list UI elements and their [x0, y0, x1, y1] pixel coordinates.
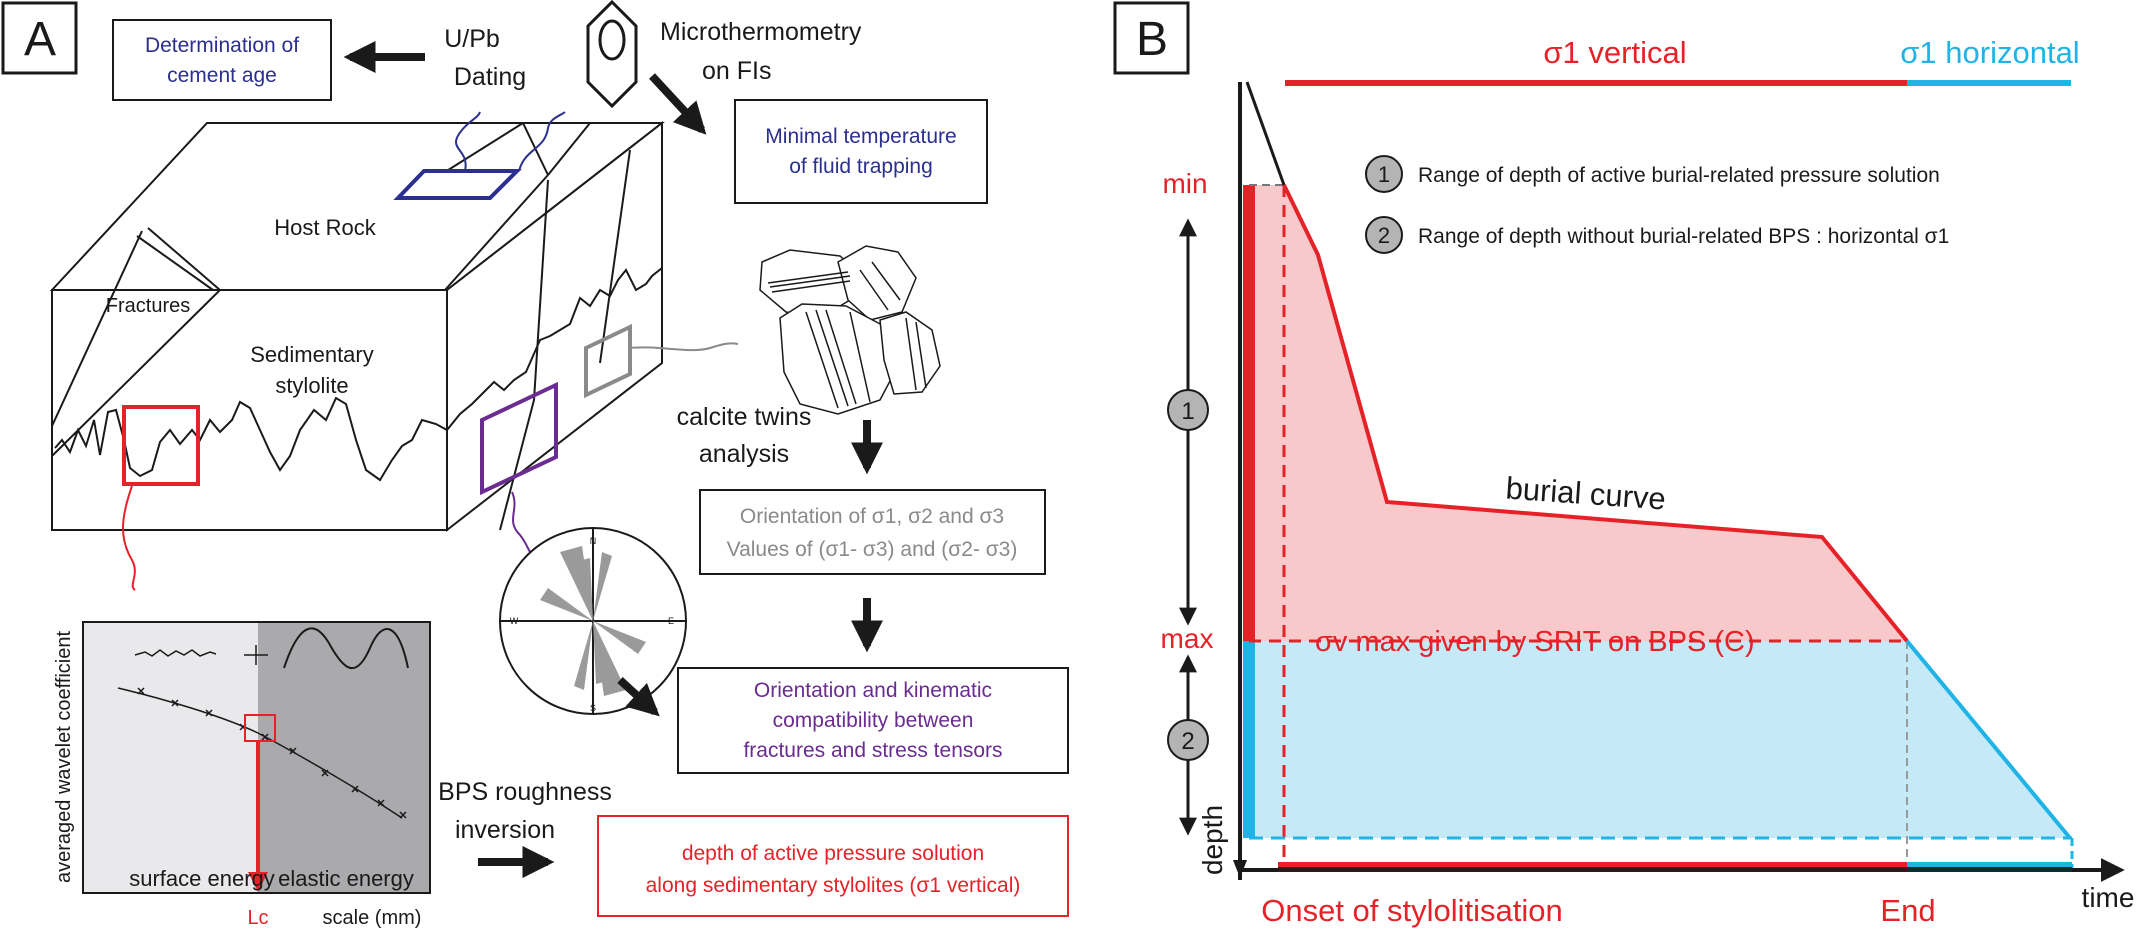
range1-bar: [1243, 185, 1255, 641]
upb-line2: Dating: [454, 63, 526, 91]
stress-line1: Orientation of σ1, σ2 and σ3: [740, 505, 1004, 528]
burial-curve-label: burial curve: [1505, 470, 1667, 516]
compass-s: S: [590, 703, 596, 713]
range2-num: 2: [1181, 728, 1194, 755]
cement-sample-navy: [393, 169, 522, 200]
burial-curve-red: [1282, 184, 1909, 643]
range2-circle: [1167, 719, 1209, 761]
wavelet-ylabel: averaged wavelet coefficient: [53, 631, 75, 883]
panel-b-label-box: [1113, 1, 1190, 75]
compass-w: W: [510, 616, 519, 626]
depth-box-line1: depth of active pressure solution: [682, 842, 984, 865]
bps-line2: inversion: [455, 816, 555, 844]
bps-line1: BPS roughness: [438, 778, 612, 806]
arrow-rose-to-kinematic: [617, 677, 660, 717]
surface-energy-label: surface energy: [129, 866, 275, 891]
sigma-vertical-label: σ1 vertical: [1543, 35, 1686, 70]
scale-label: scale (mm): [323, 907, 422, 929]
compass-n: N: [590, 536, 597, 546]
twin-sample-gray: [584, 323, 632, 399]
range1-num: 1: [1181, 398, 1194, 425]
min-temp-line1: Minimal temperature: [765, 125, 956, 148]
min-label: min: [1162, 168, 1207, 199]
red-link-curve: [122, 485, 136, 591]
panel-a: A Determination of cement age U/Pb Datin…: [1, 0, 1069, 929]
burial-curve-cyan: [1905, 639, 2072, 840]
onset-label: Onset of stylolitisation: [1261, 893, 1563, 928]
kinematic-line1: Orientation and kinematic: [754, 679, 992, 702]
legend1-text: Range of depth of active burial-related …: [1418, 164, 1940, 187]
min-temp-line2: of fluid trapping: [789, 155, 933, 178]
stress-line2: Values of (σ1- σ3) and (σ2- σ3): [727, 538, 1018, 561]
depth-axis-arrow: [1233, 860, 1247, 878]
arrow-to-min-temp: [649, 73, 707, 135]
legend2-num: 2: [1378, 223, 1390, 248]
gray-link-curve: [629, 342, 739, 352]
legend1-circle: [1365, 155, 1403, 193]
no-bps-area: [1247, 641, 1907, 838]
host-rock-label: Host Rock: [274, 215, 376, 240]
time-axis-overlay: [1278, 867, 2072, 872]
cement-age-line1: Determination of: [145, 34, 299, 57]
microthermo-line1: Microthermometry: [660, 18, 862, 46]
navy-link-curve-2: [518, 111, 566, 172]
cement-age-line2: cement age: [167, 64, 277, 87]
fractures-label: Fractures: [106, 295, 190, 317]
upb-line1: U/Pb: [444, 25, 500, 53]
sv-max-label: σv max given by SRIT on BPS (C): [1315, 626, 1755, 658]
panel-a-label-box: [1, 1, 78, 75]
legend2-circle: [1365, 216, 1403, 254]
min-temp-box: [734, 99, 988, 204]
legend1-num: 1: [1378, 162, 1390, 187]
legend2-text: Range of depth without burial-related BP…: [1418, 225, 1949, 248]
max-label: max: [1161, 623, 1214, 654]
range1-circle: [1167, 389, 1209, 431]
sigma-horizontal-label: σ1 horizontal: [1900, 35, 2079, 70]
compass-e: E: [668, 616, 674, 626]
stylolite-trace: [54, 267, 663, 482]
depth-box: [597, 815, 1069, 917]
depth-box-line2: along sedimentary stylolites (σ1 vertica…: [646, 874, 1021, 897]
twins-line2: analysis: [699, 440, 789, 468]
elastic-energy-label: elastic energy: [278, 866, 414, 891]
panel-b: B σ1 vertical σ1 horizontal burial curve: [1113, 1, 2135, 928]
panel-a-label: A: [24, 13, 56, 66]
host-rock-block: [49, 120, 665, 533]
panel-b-label: B: [1136, 13, 1168, 66]
time-label: time: [2082, 882, 2135, 913]
kinematic-line2: compatibility between: [773, 709, 974, 732]
lc-label: Lc: [247, 907, 268, 929]
microthermo-line2: on FIs: [702, 57, 771, 85]
rose-diagram-icon: [499, 527, 687, 715]
kinematic-box: [677, 667, 1069, 774]
stylolite-line2: stylolite: [275, 373, 348, 398]
pressure-solution-area: [1247, 185, 1907, 641]
cement-age-box: [112, 19, 332, 101]
depth-label: depth: [1197, 805, 1228, 875]
stylolite-line1: Sedimentary: [250, 342, 374, 367]
navy-link-curve-1: [455, 111, 481, 172]
stress-box: [699, 489, 1046, 575]
burial-curve-line: [1245, 81, 1286, 186]
purple-link-curve: [511, 491, 536, 559]
twins-line1: calcite twins: [677, 403, 812, 431]
end-label: End: [1880, 893, 1935, 928]
stylolite-sample-red: [122, 405, 200, 486]
fluid-inclusion-crystal-icon: [586, 0, 638, 109]
fracture-sample-purple: [480, 381, 558, 496]
range2-bar: [1243, 641, 1255, 838]
wavelet-inset: [82, 621, 431, 894]
calcite-grains-icon: [759, 245, 941, 415]
kinematic-line3: fractures and stress tensors: [743, 739, 1002, 762]
